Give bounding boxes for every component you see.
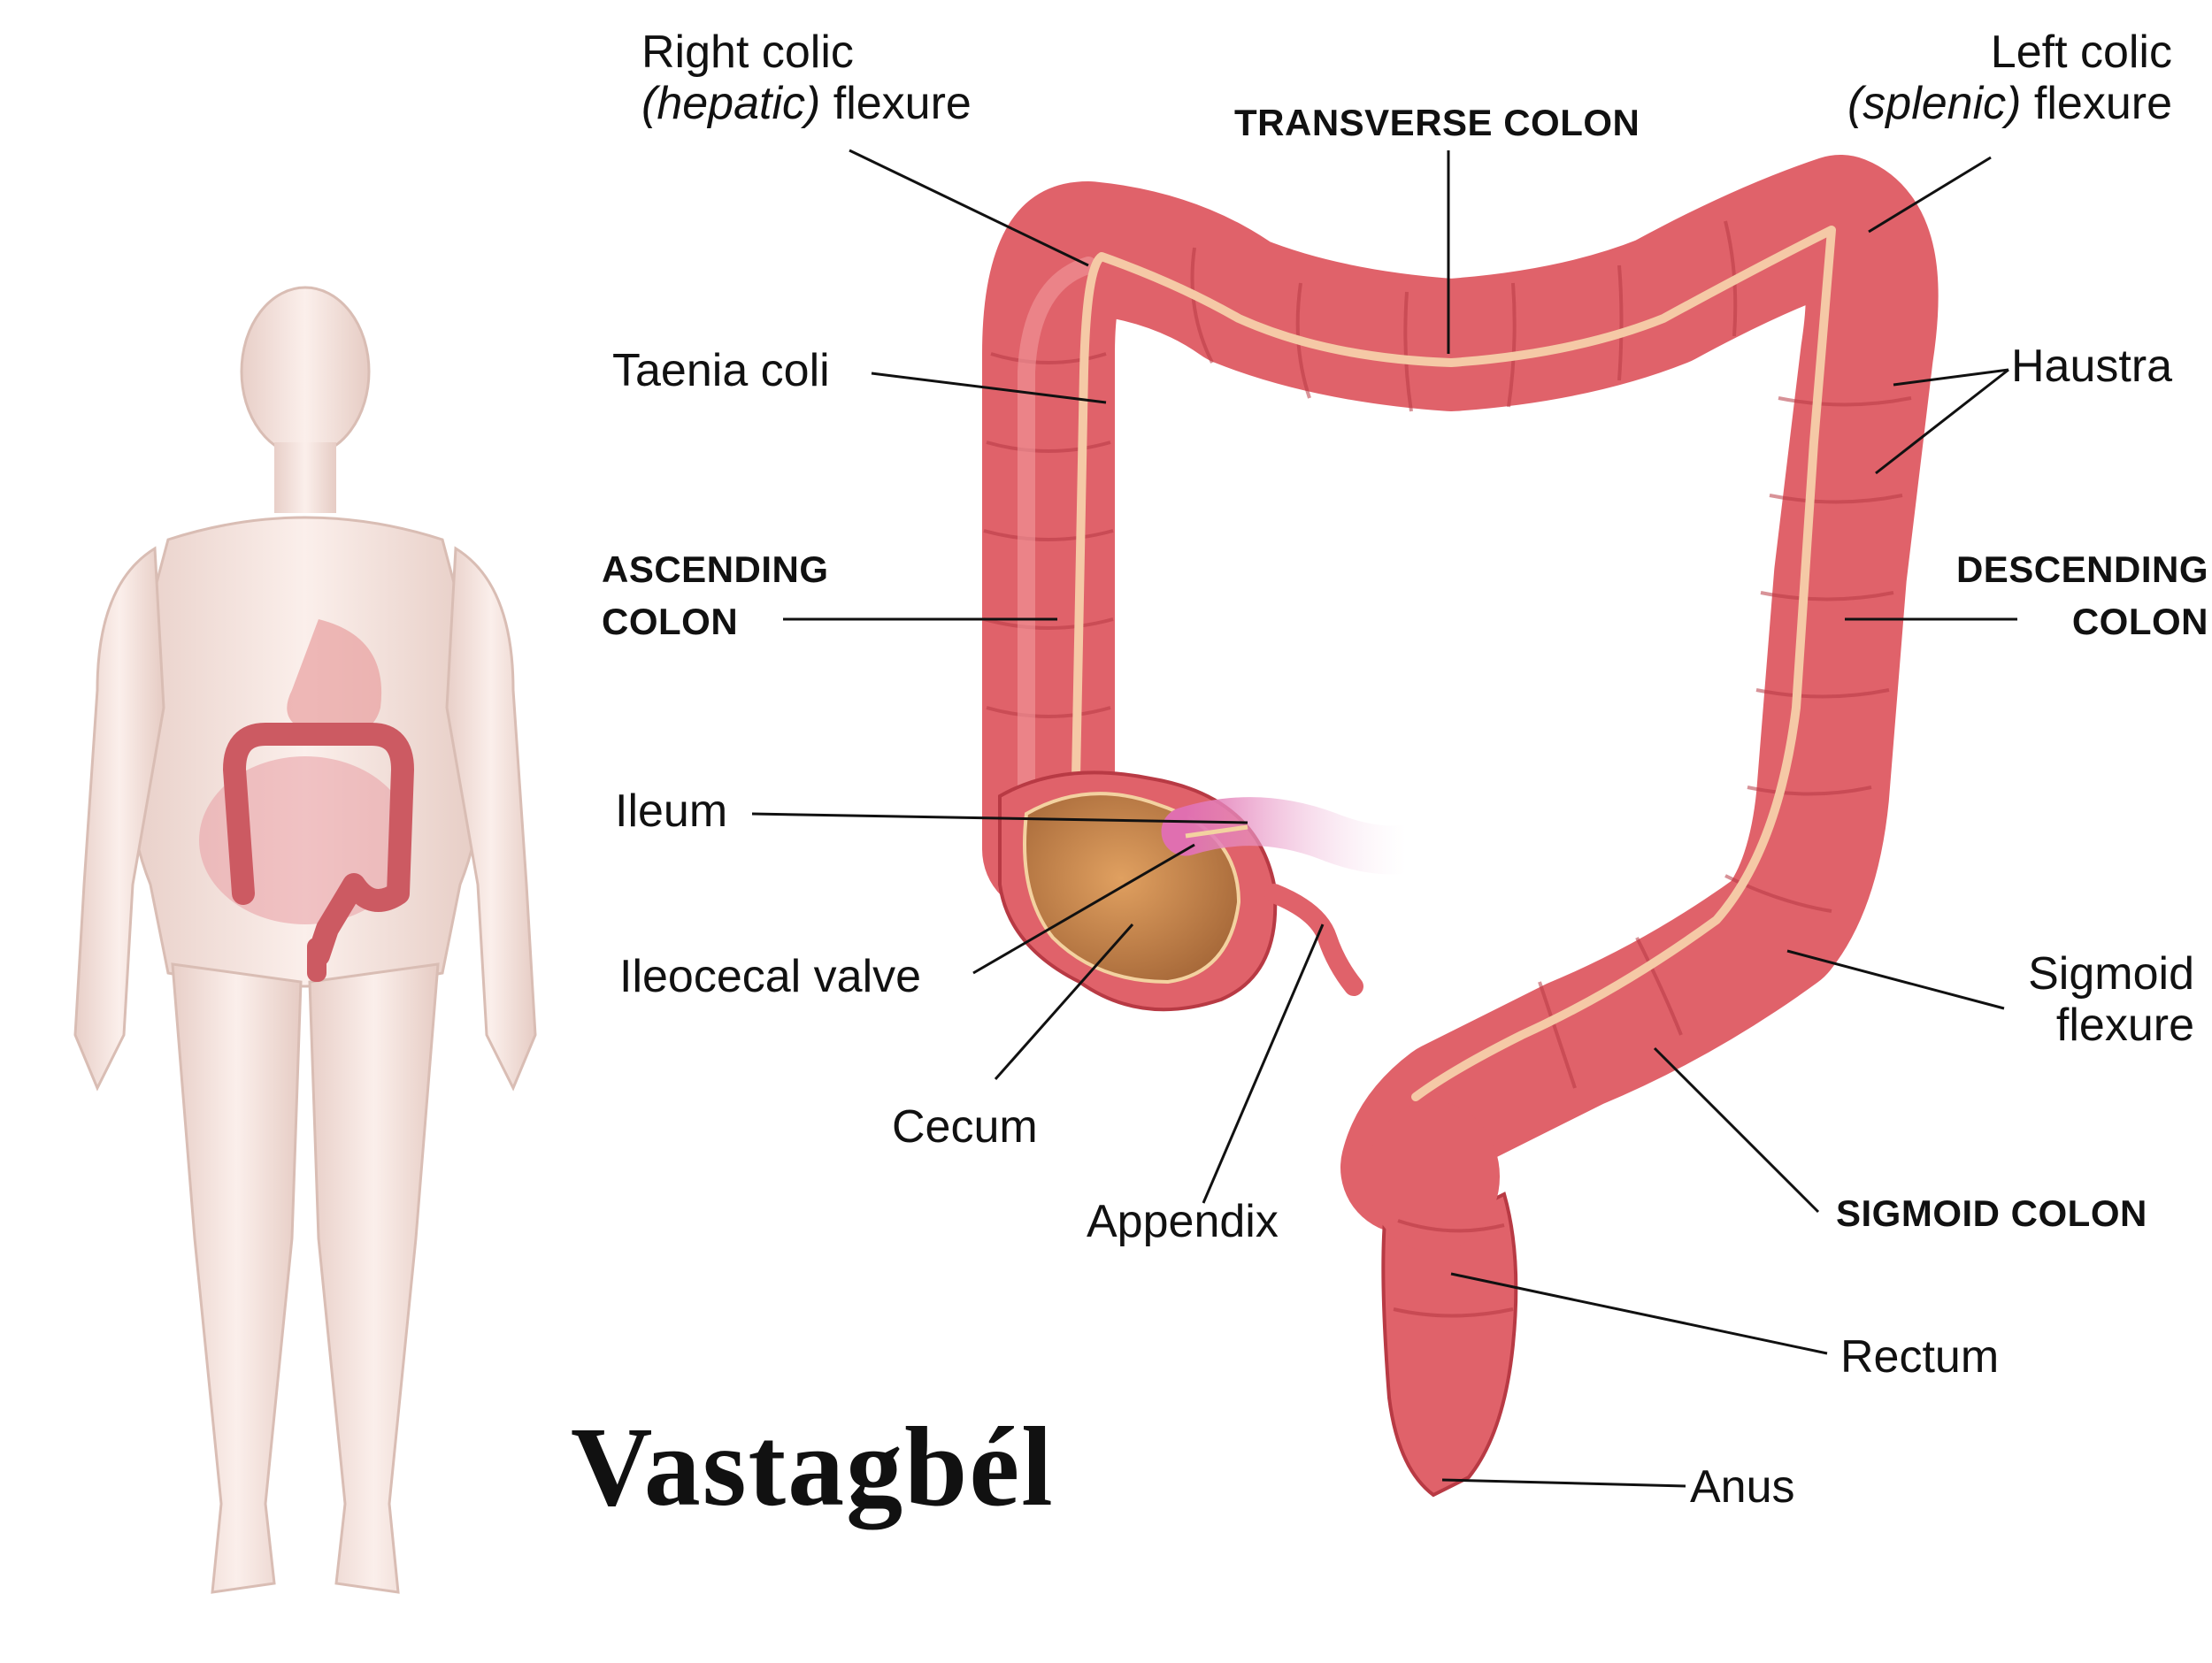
leader-anus <box>1441 1478 1686 1488</box>
leader-sigmoid-flexure <box>1786 949 2005 1010</box>
leader-rectum <box>1450 1272 1828 1355</box>
label-descending-line1: DESCENDING <box>1955 548 2208 590</box>
leader-sigmoid-colon <box>1653 1046 1820 1214</box>
label-sigmoid-flexure: Sigmoid flexure <box>2028 948 2194 1051</box>
leader-appendix <box>1202 923 1325 1204</box>
human-body-figure <box>73 286 537 1594</box>
leader-haustra-2 <box>1875 368 2009 475</box>
label-left-colic-line2: (splenic) flexure <box>1847 78 2172 129</box>
label-ascending-colon: ASCENDING COLON <box>602 548 829 642</box>
appendix <box>1264 884 1363 996</box>
diagram-title: Vastagbél <box>571 1404 1055 1529</box>
ileum <box>1161 797 1432 875</box>
label-descending-line2: COLON <box>2071 601 2208 643</box>
colon-tube <box>982 155 1939 1234</box>
label-sigmoid-flexure-line2: flexure <box>2055 1000 2194 1052</box>
label-descending-colon: DESCENDING COLON <box>1956 548 2208 642</box>
label-haustra: Haustra <box>2011 341 2173 392</box>
label-left-colic-line1: Left colic <box>1990 27 2172 78</box>
taenia-coli-strip <box>1071 226 1836 1101</box>
leader-left-colic <box>1868 156 1992 234</box>
label-anus: Anus <box>1690 1461 1795 1513</box>
label-ascending-line2: COLON <box>602 601 739 643</box>
label-ileum: Ileum <box>615 786 728 837</box>
leader-lines <box>751 149 2017 1488</box>
leader-taenia-coli <box>871 372 1107 404</box>
label-rectum: Rectum <box>1840 1331 2000 1383</box>
leader-cecum <box>994 923 1134 1080</box>
leader-haustra-1 <box>1893 368 2009 387</box>
label-right-colic-line1: Right colic <box>641 27 854 78</box>
label-ascending-line1: ASCENDING <box>602 548 829 590</box>
label-taenia-coli: Taenia coli <box>612 345 830 396</box>
leader-right-colic <box>849 149 1089 267</box>
label-right-colic-italic: (hepatic) <box>641 78 821 130</box>
colon-illustration <box>982 155 1939 1498</box>
label-ileocecal-valve: Ileocecal valve <box>619 951 922 1002</box>
label-left-colic-flexure: Left colic (splenic) flexure <box>1847 27 2172 129</box>
label-transverse-colon: TRANSVERSE COLON <box>1234 102 1640 143</box>
label-appendix: Appendix <box>1087 1196 1279 1247</box>
label-right-colic-line2: (hepatic) flexure <box>641 78 972 129</box>
label-left-colic-flexure-word: flexure <box>2021 78 2172 130</box>
leader-ileum <box>751 812 1248 824</box>
label-sigmoid-colon: SIGMOID COLON <box>1836 1192 2147 1234</box>
label-cecum: Cecum <box>892 1101 1038 1153</box>
leader-ileocecal-valve <box>972 843 1195 975</box>
label-right-colic-flexure: Right colic (hepatic) flexure <box>641 27 972 129</box>
label-left-colic-italic: (splenic) <box>1847 78 2022 130</box>
label-right-colic-flexure-word: flexure <box>820 78 972 130</box>
label-sigmoid-flexure-line1: Sigmoid <box>2028 948 2194 1000</box>
